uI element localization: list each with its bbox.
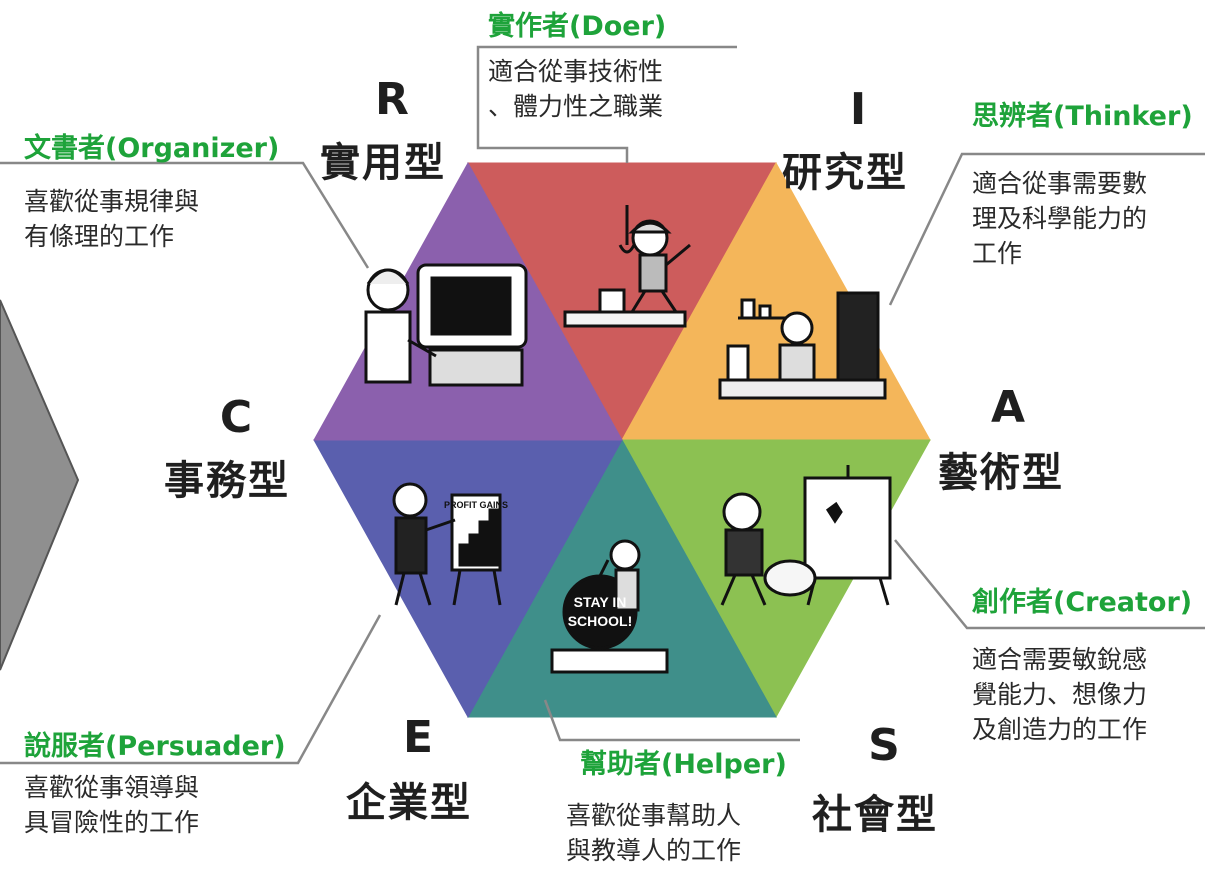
type-letter-e: E	[402, 712, 434, 763]
type-letter-r: R	[375, 74, 409, 125]
type-letter-a: A	[990, 382, 1026, 433]
description-s: 喜歡從事幫助人 與教導人的工作	[566, 798, 741, 868]
leader-line-s	[543, 699, 800, 742]
type-letter-s: S	[868, 720, 900, 771]
description-a-line-3: 及創造力的工作	[972, 715, 1148, 744]
description-i-line-2: 理及科學能力的	[972, 204, 1148, 233]
description-c-line-2: 有條理的工作	[24, 222, 175, 251]
role-label-s: 幫助者(Helper)	[580, 749, 787, 780]
svg-text:SCHOOL!: SCHOOL!	[568, 613, 633, 629]
description-e: 喜歡從事領導與 具冒險性的工作	[24, 770, 199, 840]
role-label-r: 實作者(Doer)	[488, 11, 667, 42]
type-name-r: 實用型	[320, 140, 446, 186]
scientist-illustration	[718, 291, 887, 400]
role-label-c: 文書者(Organizer)	[24, 133, 280, 164]
description-e-line-2: 具冒險性的工作	[24, 808, 200, 837]
painter-illustration	[720, 465, 892, 606]
description-c: 喜歡從事規律與 有條理的工作	[24, 184, 199, 254]
description-s-line-1: 喜歡從事幫助人	[566, 801, 742, 830]
role-label-a: 創作者(Creator)	[972, 587, 1193, 618]
description-s-line-2: 與教導人的工作	[566, 836, 742, 865]
description-a-line-1: 適合需要敏銳感	[972, 645, 1148, 674]
leader-line-a	[894, 539, 1205, 630]
presenter-illustration: PROFIT GAINS	[392, 482, 508, 606]
description-i: 適合從事需要數 理及科學能力的 工作	[972, 166, 1147, 271]
type-name-a: 藝術型	[938, 450, 1064, 496]
description-a: 適合需要敏銳感 覺能力、想像力 及創造力的工作	[972, 642, 1147, 747]
description-i-line-1: 適合從事需要數	[972, 169, 1148, 198]
leader-line-c	[0, 161, 370, 269]
construction-worker-illustration	[563, 205, 691, 328]
leader-line-e	[0, 614, 382, 765]
type-letter-i: I	[849, 84, 867, 135]
typist-illustration	[364, 263, 528, 387]
leader-line-r	[476, 45, 737, 163]
role-label-i: 思辨者(Thinker)	[972, 101, 1193, 132]
description-i-line-3: 工作	[972, 239, 1023, 268]
description-e-line-1: 喜歡從事領導與	[24, 773, 200, 802]
svg-text:STAY IN: STAY IN	[574, 594, 627, 610]
description-r-line-2: 、體力性之職業	[488, 92, 664, 121]
type-name-s: 社會型	[812, 792, 938, 838]
description-r: 適合從事技術性 、體力性之職業	[488, 54, 663, 124]
type-name-c: 事務型	[164, 458, 290, 504]
description-a-line-2: 覺能力、想像力	[972, 680, 1148, 709]
role-label-e: 說服者(Persuader)	[24, 731, 286, 762]
left-chevron-arrow	[0, 299, 80, 671]
student-illustration: STAY IN SCHOOL!	[550, 539, 669, 674]
type-name-i: 研究型	[782, 150, 908, 196]
type-letter-c: C	[219, 392, 253, 443]
svg-text:PROFIT GAINS: PROFIT GAINS	[444, 500, 508, 510]
description-c-line-1: 喜歡從事規律與	[24, 187, 200, 216]
leader-line-i	[888, 152, 1205, 306]
type-name-e: 企業型	[346, 780, 472, 826]
description-r-line-1: 適合從事技術性	[488, 57, 664, 86]
